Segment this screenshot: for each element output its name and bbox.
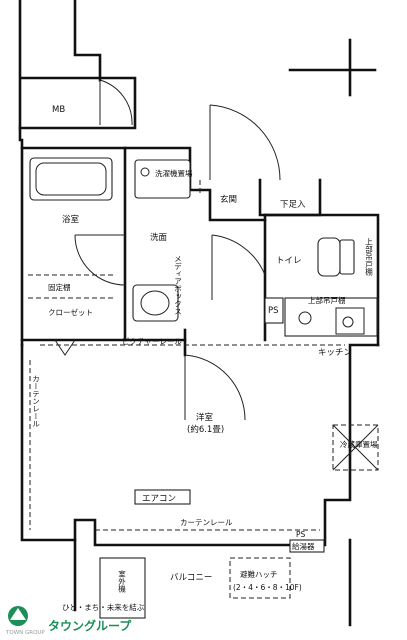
brand-logo: TOWN GROUP ひと・まち・未来を結ぶ タウングループ — [5, 602, 145, 636]
label-ps-upper: PS — [268, 306, 279, 316]
label-shoe-box: 下足入 — [280, 200, 306, 210]
label-kitchen: キッチン — [318, 348, 352, 358]
washbasin — [132, 284, 179, 322]
label-washer-space: 洗濯機置場 — [155, 168, 193, 178]
label-ps-lower: PS — [296, 530, 306, 539]
label-fixed-shelf: 固定棚 — [48, 282, 71, 292]
label-evacuation-hatch: 避難ハッチ — [240, 569, 278, 579]
label-fridge-space: 冷蔵庫置場 — [340, 439, 378, 449]
logo-sub-text: TOWN GROUP — [5, 630, 45, 636]
label-water-heater: 給湯器 — [292, 541, 315, 551]
label-balcony: バルコニー — [170, 573, 212, 583]
ps-box — [264, 297, 284, 324]
logo-tagline: ひと・まち・未来を結ぶ — [62, 602, 145, 612]
label-washroom: 洗面 — [150, 232, 168, 243]
label-toilet: トイレ — [276, 256, 302, 266]
label-curtain-rail-bottom: カーテンレール — [180, 518, 233, 527]
label-upper-cabinet-kitchen: 上部吊戸棚 — [308, 295, 346, 305]
label-air-conditioner: エアコン — [142, 494, 176, 504]
dashed-lines — [28, 180, 345, 531]
evacuation-hatch-outline — [229, 557, 291, 599]
label-entrance: 玄関 — [220, 194, 237, 205]
label-hatch-floors: (2・4・6・8・10F) — [233, 583, 302, 592]
water-heater-box — [289, 539, 325, 553]
kitchen-counter — [284, 297, 378, 337]
label-western-room: 洋室 — [196, 412, 214, 423]
label-room-size: (約6.1畳) — [187, 424, 224, 435]
toilet-bowl — [317, 237, 341, 277]
bathtub — [29, 157, 113, 201]
fixtures — [29, 157, 379, 619]
walls — [18, 0, 380, 627]
labels: MB 洗濯機置場 玄関 下足入 浴室 洗面 トイレ 上部吊戸棚 固定棚 メディア… — [31, 105, 378, 594]
logo-name: タウングループ — [48, 618, 132, 633]
air-conditioner-unit — [134, 489, 191, 505]
label-bathroom: 浴室 — [62, 214, 80, 225]
room-mb: MB — [52, 105, 65, 115]
label-closet: クローゼット — [48, 307, 93, 317]
doors — [54, 79, 281, 421]
washer-space-outline — [134, 159, 191, 199]
label-curtain-rail-left: カーテンレール — [31, 375, 40, 428]
label-outdoor-unit: 室外機 — [117, 569, 126, 594]
fridge-space-outline — [332, 424, 379, 471]
label-media-box: メディアボックス — [173, 255, 182, 315]
label-upper-cabinet-right: 上部吊戸棚 — [364, 238, 373, 277]
label-picture-rail: ピクチャーレール — [122, 337, 182, 346]
outdoor-unit-box — [99, 557, 146, 619]
